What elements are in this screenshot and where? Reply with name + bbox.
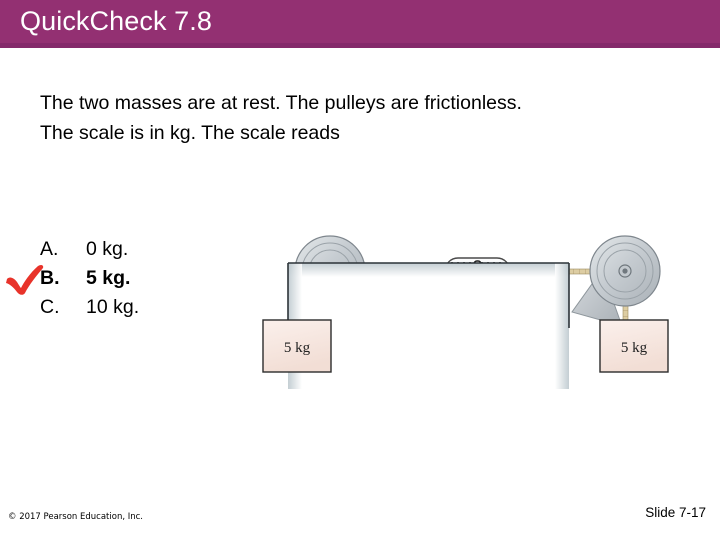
answer-letter-b: B. (40, 267, 60, 289)
answer-text-a: 0 kg. (86, 238, 129, 260)
page-title: QuickCheck 7.8 (20, 6, 212, 36)
answer-choice-list: A. 0 kg. B. 5 kg. C. 10 kg. (6, 238, 240, 325)
answer-letter-c: C. (40, 296, 60, 318)
block-right: 5 kg (599, 319, 669, 373)
answer-choice-c[interactable]: C. 10 kg. (40, 296, 240, 325)
block-left-label: 5 kg (284, 340, 311, 356)
answer-letter-a: A. (40, 238, 59, 260)
block-left: 5 kg (262, 319, 332, 373)
copyright-notice: © 2017 Pearson Education, Inc. (8, 512, 143, 522)
answer-choice-b[interactable]: B. 5 kg. (6, 264, 240, 296)
question-line-2: The scale is in kg. The scale reads (40, 122, 340, 144)
slide-number: Slide 7-17 (645, 505, 706, 520)
table-support (287, 262, 570, 389)
answer-text-c: 10 kg. (86, 296, 140, 318)
answer-text-b: 5 kg. (86, 267, 131, 289)
answer-choice-a[interactable]: A. 0 kg. (40, 238, 240, 267)
pulley-right (571, 235, 661, 327)
physics-diagram: 5 kg 5 kg (255, 208, 700, 393)
question-line-1: The two masses are at rest. The pulleys … (40, 92, 522, 114)
block-right-label: 5 kg (621, 340, 648, 356)
slide-title-bar: QuickCheck 7.8 (0, 0, 720, 48)
question-text: The two masses are at rest. The pulleys … (40, 88, 700, 148)
